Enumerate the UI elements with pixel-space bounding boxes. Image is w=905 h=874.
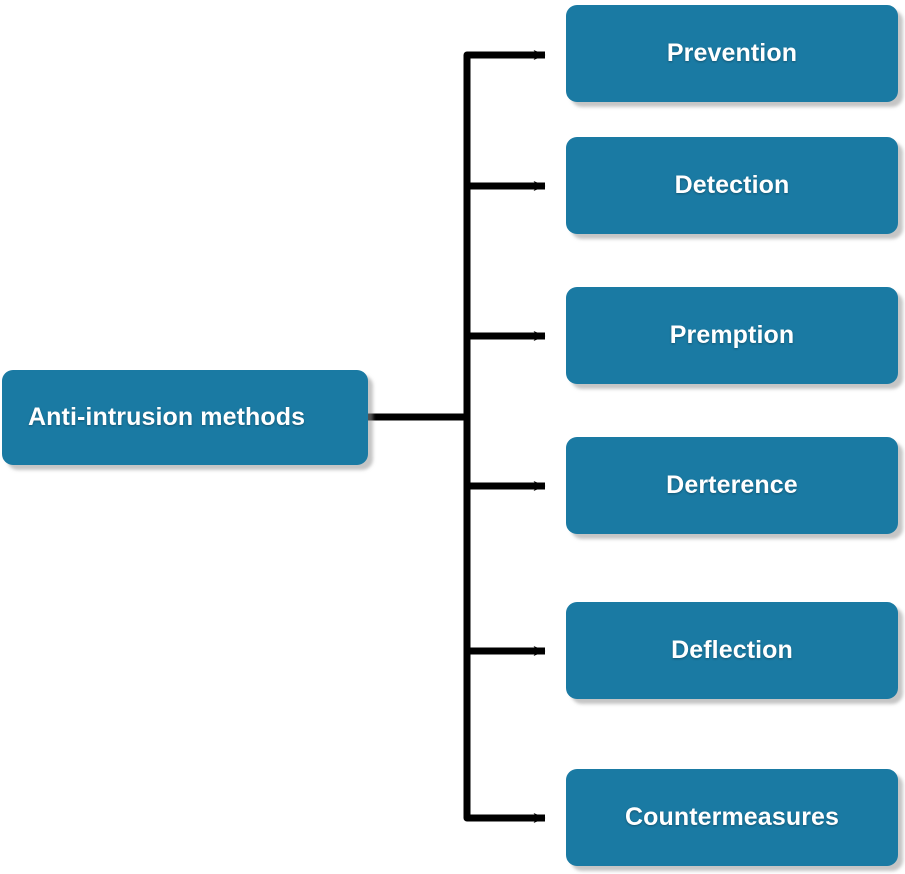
node-derterence[interactable]: Derterence — [566, 437, 898, 534]
node-derterence-label: Derterence — [666, 471, 798, 499]
node-detection-label: Detection — [674, 171, 790, 199]
node-root[interactable]: Anti-intrusion methods — [2, 370, 368, 465]
node-premption-label: Premption — [669, 321, 795, 349]
node-countermeasures-label: Countermeasures — [624, 803, 840, 831]
node-deflection-label: Deflection — [671, 636, 793, 664]
node-prevention-label: Prevention — [666, 39, 798, 67]
node-detection[interactable]: Detection — [566, 137, 898, 234]
node-root-label: Anti-intrusion methods — [28, 403, 306, 431]
node-premption[interactable]: Premption — [566, 287, 898, 384]
node-prevention[interactable]: Prevention — [566, 5, 898, 102]
node-deflection[interactable]: Deflection — [566, 602, 898, 699]
node-countermeasures[interactable]: Countermeasures — [566, 769, 898, 866]
